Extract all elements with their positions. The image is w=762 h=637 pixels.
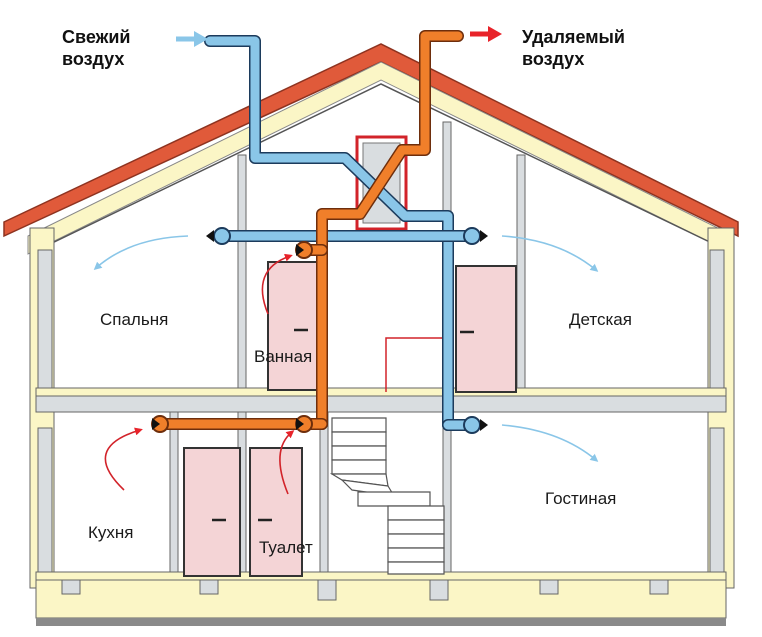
room-label-toilet: Туалет [259, 538, 313, 557]
fresh-air-ducts [204, 35, 478, 431]
exhaust-air-label-line1: Удаляемый [522, 27, 625, 47]
legend-arrows [176, 26, 502, 47]
supply-flow-arrows [93, 235, 599, 462]
room-label-bedroom: Спальня [100, 310, 169, 329]
exhaust-grilles [151, 241, 313, 433]
floor-slabs [35, 387, 727, 626]
control-wire [385, 337, 444, 392]
supply-diffusers [206, 227, 488, 434]
room-label-bathroom: Ванная [254, 347, 313, 366]
room-label-kids-room: Детская [569, 310, 632, 329]
fresh-air-label-line2: воздух [62, 49, 125, 69]
staircase [329, 417, 445, 575]
fresh-air-label: Свежий воздух [62, 26, 131, 70]
exhaust-air-label: Удаляемый воздух [522, 26, 625, 70]
extract-flow-arrows [104, 253, 295, 495]
doors [183, 261, 517, 577]
room-label-living-room: Гостиная [545, 489, 617, 508]
room-label-kitchen: Кухня [88, 523, 134, 542]
exhaust-air-label-line2: воздух [522, 49, 585, 69]
fresh-air-label-line1: Свежий [62, 27, 131, 47]
